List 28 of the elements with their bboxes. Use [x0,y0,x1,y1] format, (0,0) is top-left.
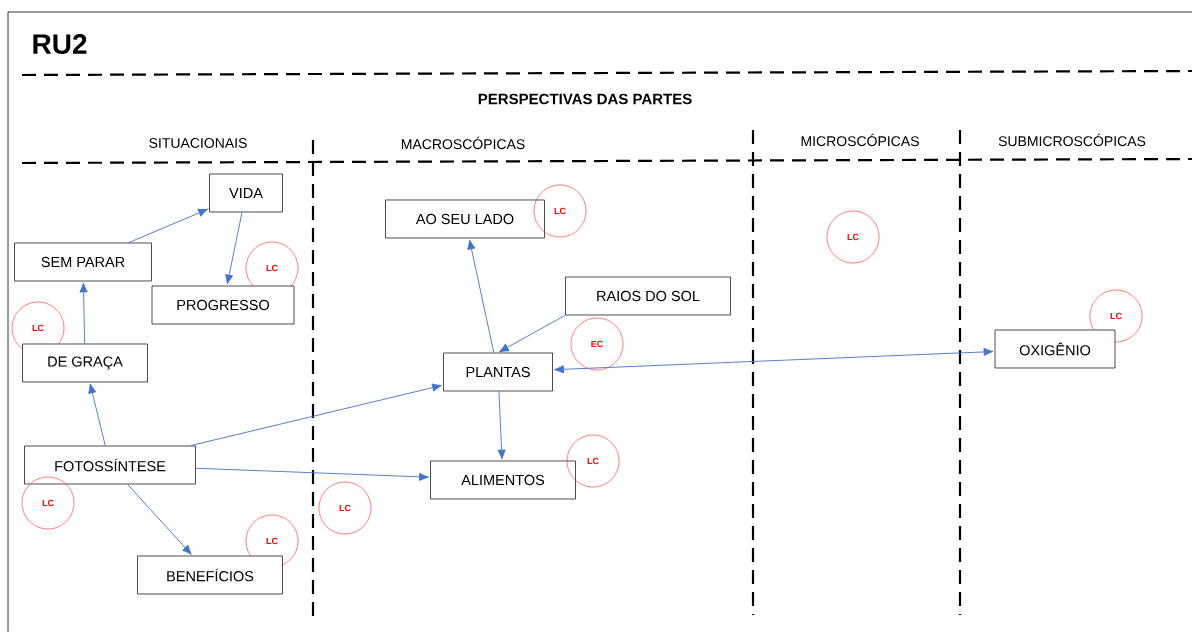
text-box: SEM PARAR [14,242,152,282]
heading: PERSPECTIVAS DAS PARTES [478,93,692,105]
text-box: PLANTAS [443,352,553,392]
arrow [467,239,495,354]
text-box: DE GRAÇA [22,343,148,383]
arrow [195,467,429,481]
column-heading: MICROSCÓPICAS [801,133,919,147]
arrow [497,390,506,460]
text-box: VIDA [209,173,283,213]
text-box: OXIGÊNIO [994,329,1116,369]
arrow [554,347,994,374]
text-box: RAIOS DO SOL [565,276,731,316]
text-box: PROGRESSO [151,285,295,325]
text-box: AO SEU LADO [385,199,545,239]
arrow [79,282,88,345]
arrow [127,483,192,555]
text-box: FOTOSSÍNTESE [24,445,196,485]
column-heading: SUBMICROSCÓPICAS [998,133,1146,147]
title: RU2 [33,34,87,54]
arrow [499,314,566,353]
arrow [190,383,442,447]
arrow [128,208,209,244]
column-heading: MACROSCÓPICAS [401,136,525,150]
column-heading: SITUACIONAIS [149,138,247,148]
arrow [88,383,106,447]
arrow [225,211,243,285]
text-box: ALIMENTOS [430,460,576,500]
text-box: BENEFÍCIOS [137,555,283,595]
